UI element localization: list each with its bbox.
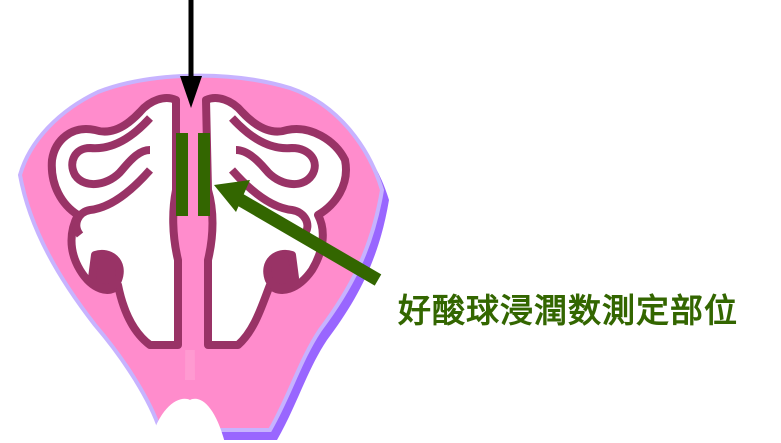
measurement-site-label: 好酸球浸潤数測定部位	[398, 284, 738, 332]
measurement-mark-left	[176, 133, 188, 216]
measurement-mark-right	[198, 133, 210, 216]
